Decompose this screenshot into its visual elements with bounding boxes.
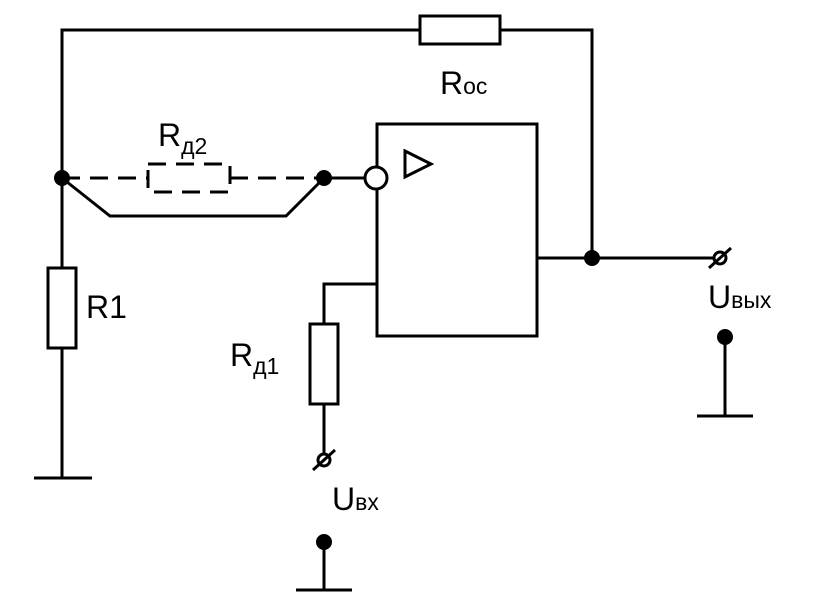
label-u-in: Uвх: [332, 481, 379, 517]
output-terminal-slash: [707, 246, 733, 270]
label-r-d1: Rд1: [230, 337, 279, 379]
resistor-r1: [46, 266, 78, 350]
junction-node-input: [316, 170, 332, 186]
resistor-rd2-dashed: [146, 162, 232, 194]
input-terminal-slash: [311, 448, 337, 472]
label-r-d2: Rд2: [158, 117, 207, 159]
label-r1: R1: [86, 289, 127, 325]
bypass-wire: [61, 176, 326, 218]
feedback-wire: [60, 28, 594, 258]
resistor-rd1: [308, 322, 340, 406]
output-ground-node: [717, 329, 733, 345]
output-ground-wire: [697, 337, 753, 418]
label-r-oc: Roc: [440, 65, 487, 101]
op-amp-triangle-icon: [403, 148, 435, 180]
op-amp-body: [375, 122, 539, 338]
junction-node-output: [584, 250, 600, 266]
resistor-r-oc: [418, 14, 502, 46]
non-inverting-input-wire: [322, 282, 377, 460]
label-u-out: Uвых: [708, 279, 772, 315]
inverting-input-bubble: [363, 165, 389, 191]
input-ground-node: [316, 534, 332, 550]
junction-node-left: [54, 170, 70, 186]
